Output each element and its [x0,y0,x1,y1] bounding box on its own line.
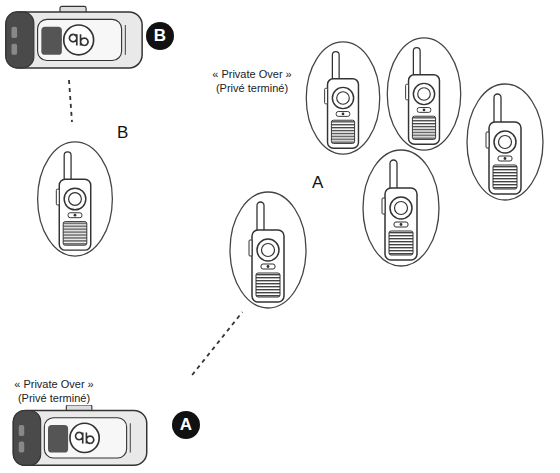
illustration [230,192,306,308]
walkie-talkie [363,150,439,266]
walkie-talkie [467,84,543,200]
illustration [38,142,113,256]
walkie-talkie [387,38,460,150]
walkie-talkie: B [35,122,135,262]
base-unit: B [0,0,180,80]
illustration [6,6,142,68]
illustration [13,405,146,465]
status-label: « Private Over » (Privé terminé) [204,67,300,95]
base-unit-drawing [4,405,156,469]
callout-badge: B [146,22,174,50]
callout-badge: A [172,411,200,439]
status-label: « Private Over » (Privé terminé) [6,377,102,405]
radio-link [69,80,72,122]
radio-link [192,312,242,375]
walkie-talkie [306,42,379,154]
callout-letter: A [312,174,323,192]
walkie-talkie: A [228,170,328,312]
callout-letter: B [117,124,128,142]
walkie-talkie-drawing [228,190,308,310]
walkie-talkie-drawing [35,140,115,258]
base-unit-drawing [4,4,144,74]
